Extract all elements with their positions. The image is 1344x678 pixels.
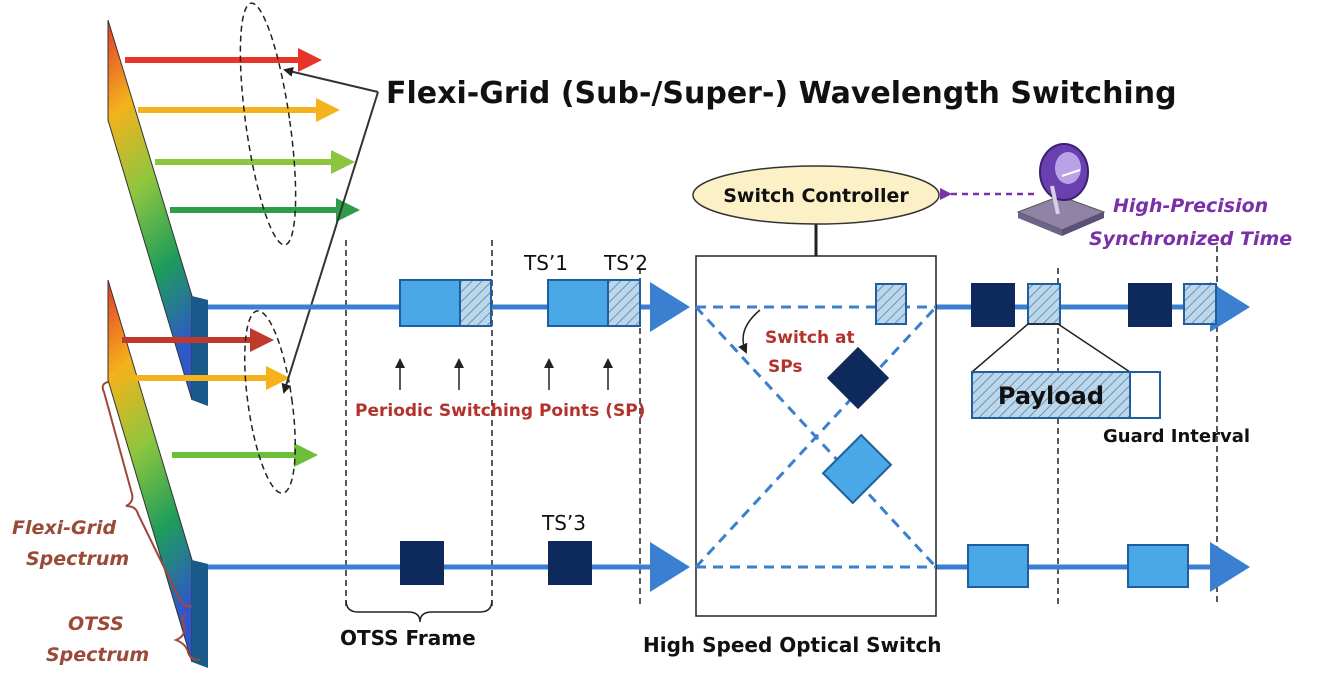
guard-interval-label: Guard Interval (1103, 426, 1250, 447)
ts3-dark-block (548, 541, 592, 585)
sync-time-label-line2: Synchronized Time (1089, 228, 1292, 250)
switch-angle-arrow (738, 309, 761, 354)
otss-spectrum-label-line1: OTSS (68, 613, 124, 635)
out-dark-block-2 (1128, 283, 1172, 327)
out-hatched-block-2 (1027, 283, 1061, 325)
sync-time-label-line1: High-Precision (1113, 195, 1268, 217)
otss-frame-brace (345, 599, 493, 623)
optical-switch-label: High Speed Optical Switch (643, 633, 942, 657)
payload-block (971, 371, 1131, 419)
out-light-block-1 (967, 544, 1029, 588)
ts1-label: TS’1 (523, 251, 568, 275)
flexi-grid-spectrum-label-line2: Spectrum (26, 548, 129, 570)
switched-dark-block (826, 346, 890, 410)
otss-spectrum-label-line2: Spectrum (46, 644, 149, 666)
switch-controller (692, 165, 940, 225)
switching-point-arrows (395, 358, 613, 390)
switch-paths (694, 305, 938, 569)
ts1-hatched-block (459, 279, 492, 327)
lower-wavelength-group-ellipse (243, 310, 297, 494)
upper-wavelength-arrows (125, 48, 360, 222)
ts3-label: TS’3 (541, 511, 586, 535)
ts2-light-block (547, 279, 609, 327)
payload-zoom-lines (971, 323, 1131, 373)
satellite-dish-icon (1016, 143, 1106, 236)
out-hatched-block-3 (1183, 283, 1217, 325)
flexi-grid-spectrum-label-line1: Flexi-Grid (12, 517, 117, 539)
upper-wavelength-group-ellipse (239, 2, 297, 246)
guard-interval-block (1129, 371, 1161, 419)
diagram-title: Flexi-Grid (Sub-/Super-) Wavelength Swit… (386, 76, 1177, 111)
switch-at-label-line2: SPs (768, 357, 803, 377)
switch-at-label-line1: Switch at (765, 328, 855, 348)
otss-spectrum-prism (107, 279, 208, 668)
title-pointer-upper (283, 66, 379, 93)
out-dark-block-1 (971, 283, 1015, 327)
ts1-light-block (399, 279, 461, 327)
switched-light-block (821, 433, 893, 505)
payload-label: Payload (998, 382, 1104, 410)
out-hatched-block-1 (875, 283, 907, 325)
periodic-switching-points-label: Periodic Switching Points (SP) (355, 401, 645, 421)
otss-spectrum-brace (173, 613, 201, 661)
title-pointer-lower (281, 91, 379, 394)
ts2-hatched-block (607, 279, 641, 327)
ts2-label: TS’2 (603, 251, 648, 275)
out-light-block-2 (1127, 544, 1189, 588)
frame1-dark-block (400, 541, 444, 585)
otss-frame-label: OTSS Frame (340, 626, 476, 650)
flexi-grid-spectrum-brace (101, 381, 193, 608)
switch-controller-label: Switch Controller (723, 185, 909, 207)
